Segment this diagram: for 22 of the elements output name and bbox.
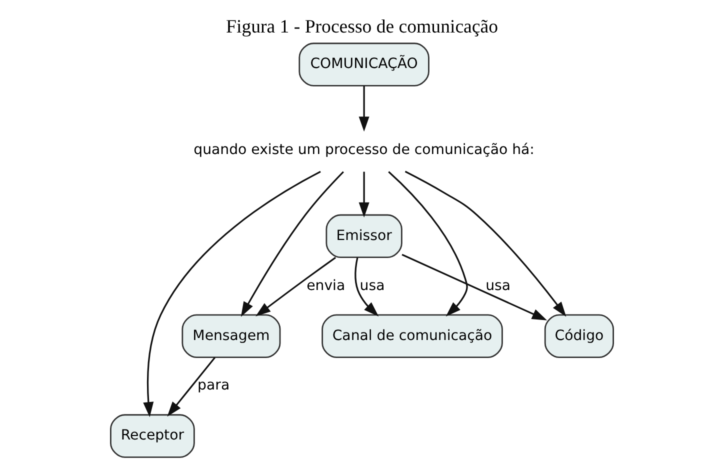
- arrow: [354, 257, 378, 316]
- node-box: Emissor: [325, 214, 402, 258]
- diagram-title: Figura 1 - Processo de comunicação: [226, 16, 498, 38]
- node-box: COMUNICAÇÃO: [298, 42, 429, 86]
- edge-label: para: [197, 378, 230, 394]
- edge-label: envia: [306, 278, 345, 294]
- arrow: [404, 170, 566, 317]
- arrow: [388, 171, 468, 316]
- node-box: Código: [544, 314, 614, 358]
- node-box: Receptor: [110, 414, 194, 458]
- arrow: [358, 86, 369, 132]
- arrow: [142, 170, 320, 418]
- node-box: Mensagem: [181, 314, 280, 358]
- edge-label: usa: [485, 278, 510, 294]
- arrow: [255, 256, 336, 316]
- node-box: Canal de comunicação: [321, 314, 502, 358]
- node-text: quando existe um processo de comunicação há:: [193, 142, 534, 158]
- arrow: [401, 254, 547, 320]
- arrow: [240, 171, 344, 317]
- edge-label: usa: [359, 278, 384, 294]
- arrow: [166, 356, 216, 417]
- arrow: [358, 172, 369, 218]
